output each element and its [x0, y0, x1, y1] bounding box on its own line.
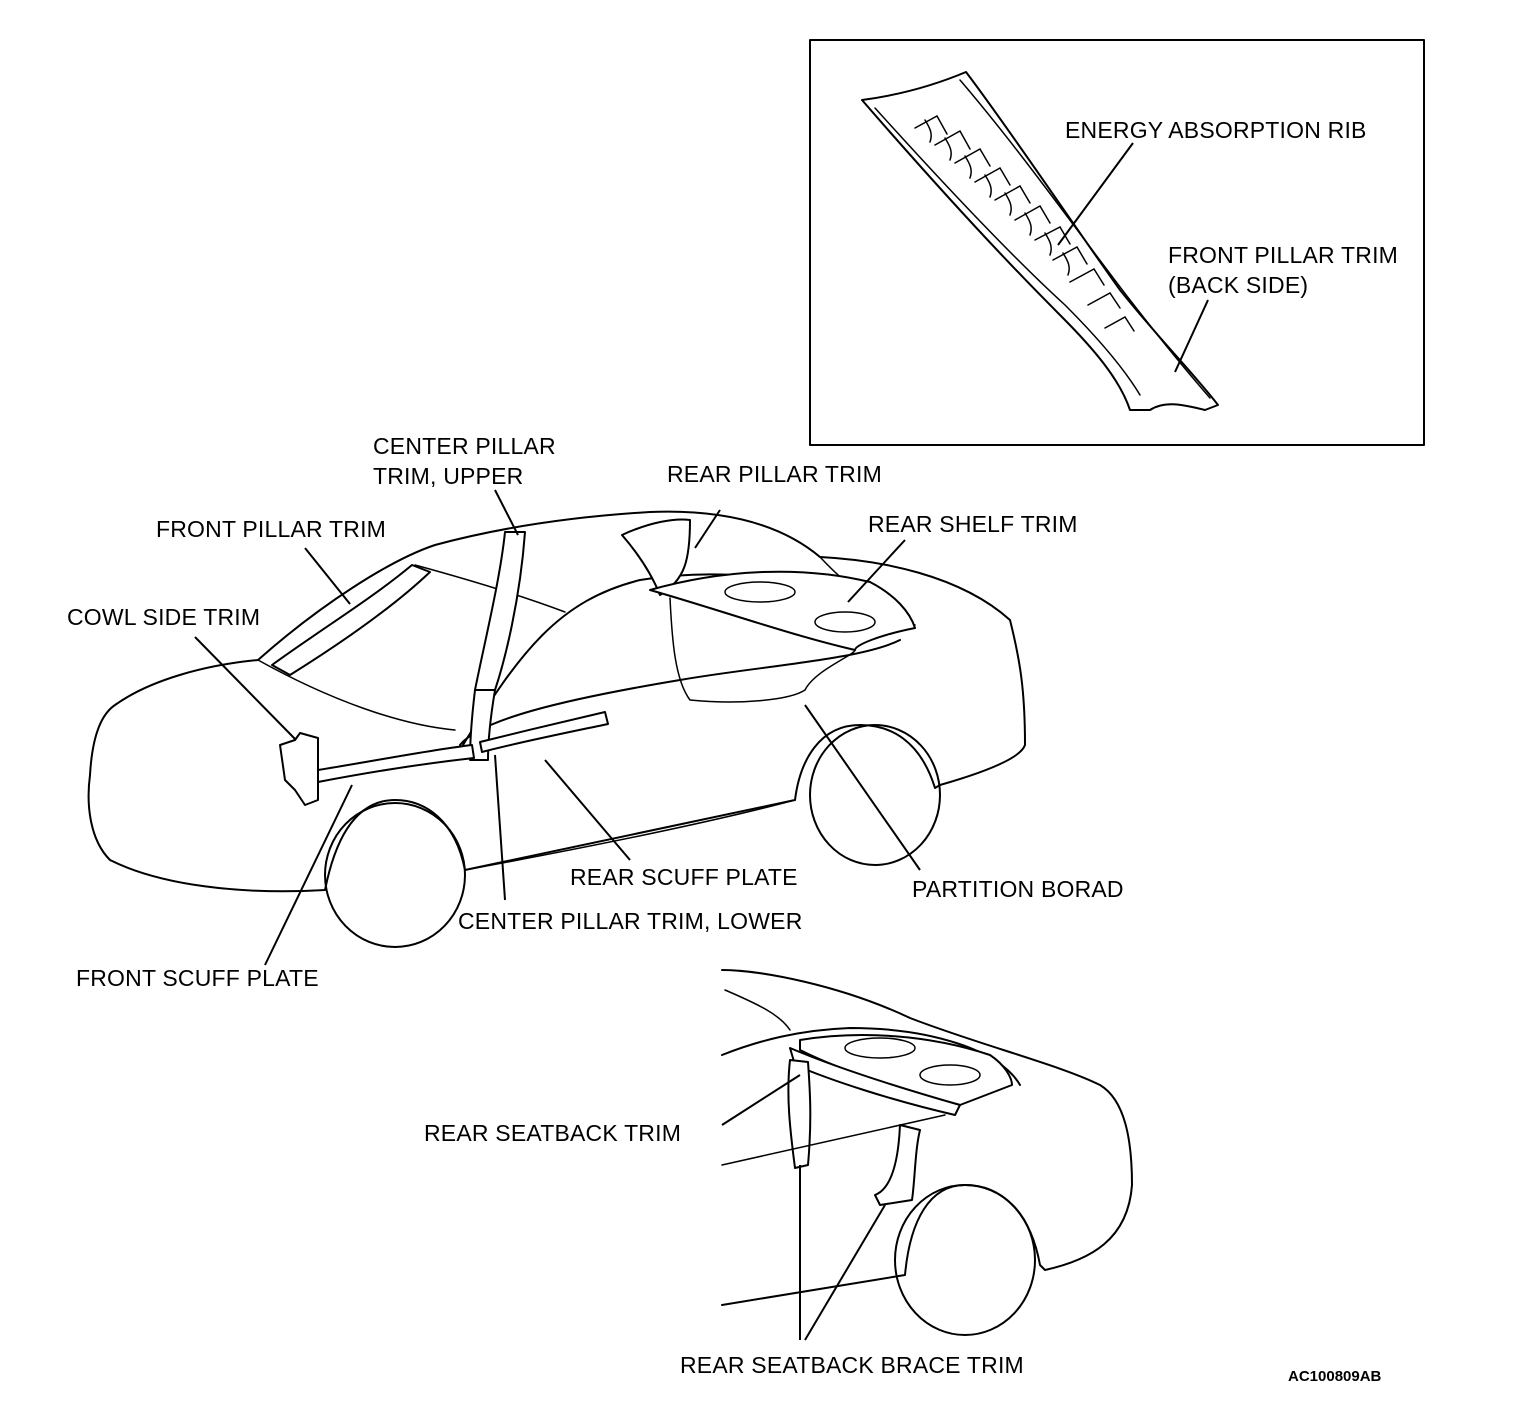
label-front-scuff-plate: FRONT SCUFF PLATE [76, 965, 319, 991]
front-wheel [324, 802, 466, 948]
front-pillar-trim-back-view [861, 71, 1219, 411]
leader-brace-right [804, 1204, 886, 1341]
label-center-pillar-upper-2: TRIM, UPPER [373, 463, 524, 489]
leader-rear-pillar [694, 509, 721, 549]
label-partition-board: PARTITION BORAD [912, 876, 1124, 902]
label-center-pillar-lower: CENTER PILLAR TRIM, LOWER [458, 908, 803, 934]
leader-front-pillar-back [1174, 299, 1209, 373]
windshield-line [257, 659, 456, 731]
front-pillar-trim-part [271, 564, 431, 676]
rear-shelf-trim-part [649, 570, 916, 651]
inset-detail [809, 39, 1425, 446]
label-front-pillar-trim-back-2: (BACK SIDE) [1168, 272, 1309, 298]
leader-center-pillar-lower [494, 754, 506, 901]
leader-partition [804, 704, 921, 871]
leader-lines [194, 142, 1209, 1341]
label-center-pillar-upper-1: CENTER PILLAR [373, 433, 556, 459]
rear-wheel [809, 724, 941, 866]
label-cowl-side-trim: COWL SIDE TRIM [67, 604, 261, 630]
leader-rear-shelf [847, 539, 906, 603]
leader-center-pillar-upper [494, 489, 519, 536]
center-pillar-lower-part [469, 689, 496, 761]
brace-trim-right [874, 1124, 921, 1206]
car-main-view [87, 510, 1026, 948]
energy-absorption-ribs [914, 114, 1135, 332]
label-rear-shelf-trim: REAR SHELF TRIM [868, 511, 1078, 537]
brace-trim-left [787, 1059, 812, 1169]
label-front-pillar-trim-back-1: FRONT PILLAR TRIM [1168, 242, 1399, 268]
label-rear-scuff-plate: REAR SCUFF PLATE [570, 864, 798, 890]
rear-pillar-trim-part [621, 518, 691, 596]
label-rear-seatback-brace-trim: REAR SEATBACK BRACE TRIM [680, 1352, 1024, 1378]
cowl-side-trim-part [279, 732, 319, 806]
leader-cowl-side [194, 636, 297, 741]
front-scuff-plate-part [317, 744, 475, 783]
label-rear-pillar-trim: REAR PILLAR TRIM [667, 461, 882, 487]
figure-code: AC100809AB [1288, 1368, 1382, 1385]
partition-board-part [669, 597, 856, 703]
car-rear-view [721, 969, 1133, 1336]
car-body-outline [87, 510, 1026, 893]
rear-scuff-plate-part [479, 711, 609, 753]
center-pillar-upper-part [474, 531, 526, 691]
label-rear-seatback-trim: REAR SEATBACK TRIM [424, 1120, 682, 1146]
leader-front-pillar [304, 547, 351, 605]
leader-rear-seatback [721, 1074, 801, 1126]
leader-energy-absorption-rib [1057, 142, 1134, 246]
inset-frame [809, 39, 1425, 446]
rear-seatback-trim-part [789, 1047, 961, 1116]
label-energy-absorption-rib: ENERGY ABSORPTION RIB [1065, 117, 1367, 143]
label-front-pillar-trim: FRONT PILLAR TRIM [156, 516, 387, 542]
leader-front-scuff [264, 784, 353, 966]
leader-rear-scuff [544, 759, 631, 861]
